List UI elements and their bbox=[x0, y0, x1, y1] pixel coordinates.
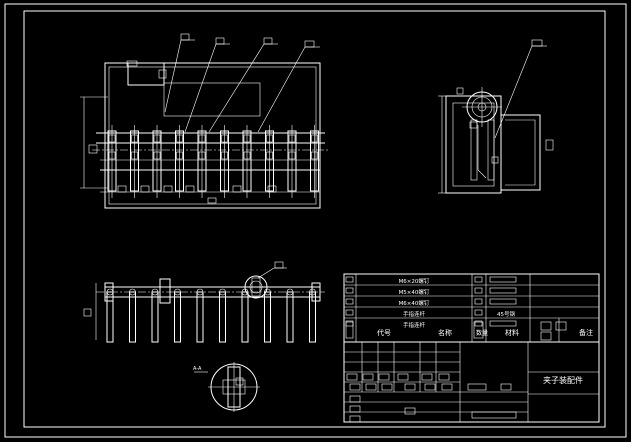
bom-row-name: M5×40螺钉 bbox=[399, 288, 430, 296]
top-finger bbox=[219, 291, 226, 343]
bom-row-name: M6×40螺钉 bbox=[399, 299, 430, 307]
top-finger bbox=[286, 291, 294, 343]
top-finger bbox=[241, 291, 249, 343]
title-block: 夹子装配件 bbox=[343, 341, 600, 423]
bom-header-name: 名称 bbox=[438, 328, 452, 337]
bom-row-material: 45号钢 bbox=[497, 310, 515, 318]
bom-header-qty: 数量 bbox=[476, 329, 488, 337]
section-label: A-A bbox=[193, 366, 202, 372]
bom-header-material: 材料 bbox=[505, 328, 519, 337]
top-finger bbox=[264, 291, 271, 343]
top-view bbox=[83, 261, 325, 343]
bom-row-name: M6×20螺钉 bbox=[399, 277, 430, 285]
bom-row-name: 手指连杆 bbox=[403, 310, 426, 318]
top-finger bbox=[106, 291, 114, 343]
top-finger bbox=[151, 291, 159, 343]
top-finger bbox=[129, 291, 136, 343]
top-finger bbox=[309, 291, 316, 343]
sheet-frame bbox=[4, 3, 627, 438]
top-finger bbox=[196, 291, 204, 343]
bom-row-name: 手指连杆 bbox=[403, 321, 426, 329]
detail-section-view: A-A bbox=[193, 362, 260, 412]
top-finger bbox=[174, 291, 181, 343]
drawing-title: 夹子装配件 bbox=[543, 375, 583, 385]
bom-header-code: 代号 bbox=[377, 328, 391, 337]
bom-header-remark: 备注 bbox=[579, 328, 593, 337]
front-view bbox=[80, 33, 328, 209]
side-view bbox=[438, 39, 554, 194]
